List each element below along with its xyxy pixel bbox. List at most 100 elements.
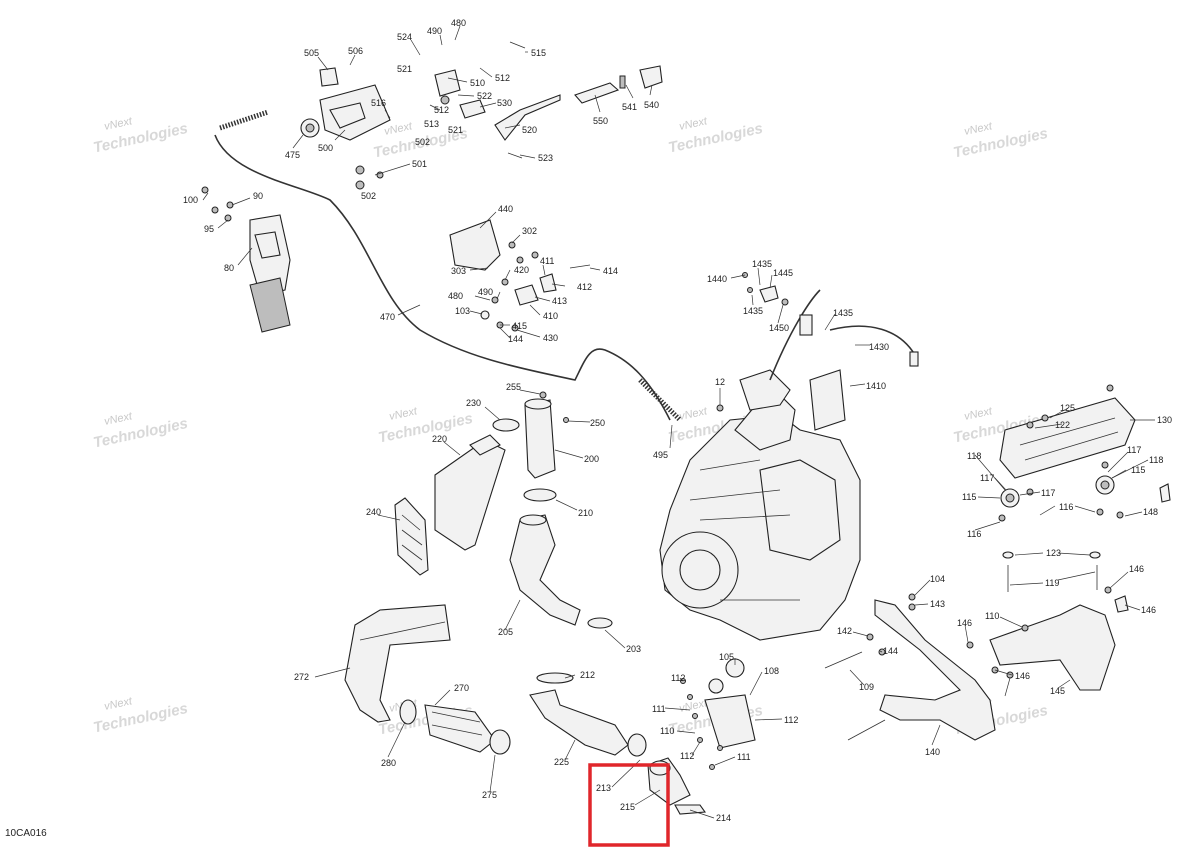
callout-labels: 505 506 524 490 480 515 521 510 512 516 … bbox=[183, 18, 1172, 823]
callout-95: 95 bbox=[204, 224, 214, 234]
svg-text:vNext: vNext bbox=[103, 695, 134, 713]
callout-550: 550 bbox=[593, 116, 608, 126]
callout-495: 495 bbox=[653, 450, 668, 460]
callout-116: 116 bbox=[1059, 502, 1073, 512]
callout-430: 430 bbox=[543, 333, 558, 343]
callout-104: 104 bbox=[930, 574, 945, 584]
callout-240: 240 bbox=[366, 507, 381, 517]
callout-1450: 1450 bbox=[769, 323, 789, 333]
svg-text:vNext: vNext bbox=[963, 405, 994, 423]
callout-475: 475 bbox=[285, 150, 300, 160]
callout-541: 541 bbox=[622, 102, 637, 112]
callout-119: 119 bbox=[1045, 578, 1059, 588]
callout-225: 225 bbox=[554, 757, 569, 767]
callout-1445: 1445 bbox=[773, 268, 793, 278]
callout-115: 115 bbox=[962, 492, 976, 502]
callout-140: 140 bbox=[925, 747, 940, 757]
callout-112b: 112 bbox=[784, 715, 798, 725]
callout-1440: 1440 bbox=[707, 274, 727, 284]
callout-521b: 521 bbox=[448, 125, 463, 135]
callout-250: 250 bbox=[590, 418, 605, 428]
callout-411: 411 bbox=[540, 256, 554, 266]
callout-146d: 146 bbox=[1015, 671, 1030, 681]
callout-105: 105 bbox=[719, 652, 734, 662]
svg-text:vNext: vNext bbox=[678, 697, 709, 715]
svg-text:vNext: vNext bbox=[383, 120, 414, 138]
intake-duct-assembly bbox=[344, 604, 511, 755]
callout-112c: 112 bbox=[680, 751, 694, 761]
callout-146c: 146 bbox=[957, 618, 972, 628]
callout-255: 255 bbox=[506, 382, 521, 392]
callout-522: 522 bbox=[477, 91, 492, 101]
callout-505: 505 bbox=[304, 48, 319, 58]
callout-272: 272 bbox=[294, 672, 309, 682]
callout-1435c: 1435 bbox=[833, 308, 853, 318]
callout-203: 203 bbox=[626, 644, 641, 654]
callout-111b: 111 bbox=[737, 752, 751, 762]
callout-110: 110 bbox=[985, 611, 999, 621]
callout-512b: 512 bbox=[434, 105, 449, 115]
callout-116b: 116 bbox=[967, 529, 981, 539]
callout-123: 123 bbox=[1046, 548, 1061, 558]
callout-148: 148 bbox=[1143, 507, 1158, 517]
callout-103: 103 bbox=[455, 306, 470, 316]
callout-413: 413 bbox=[552, 296, 567, 306]
callout-530: 530 bbox=[497, 98, 512, 108]
callout-210: 210 bbox=[578, 508, 593, 518]
callout-1435b: 1435 bbox=[743, 306, 763, 316]
watermark: vNext Technologies bbox=[667, 115, 765, 156]
watermark: vNext Technologies bbox=[92, 115, 190, 156]
callout-500: 500 bbox=[318, 143, 333, 153]
callout-480b: 480 bbox=[448, 291, 463, 301]
watermark: vNext Technologies bbox=[92, 695, 190, 736]
callout-145: 145 bbox=[1050, 686, 1065, 696]
rear-intake-duct bbox=[529, 672, 707, 815]
callout-515: 515 bbox=[531, 48, 546, 58]
throttle-cable bbox=[214, 134, 671, 421]
callout-111: 111 bbox=[652, 704, 666, 714]
watermark: vNext Technologies bbox=[92, 410, 190, 451]
leader-lines bbox=[202, 25, 1155, 819]
cable-spring-top bbox=[219, 109, 269, 131]
callout-523: 523 bbox=[538, 153, 553, 163]
accelerator-pedal bbox=[201, 186, 291, 333]
callout-144b: 144 bbox=[883, 646, 898, 656]
svg-text:vNext: vNext bbox=[963, 120, 994, 138]
svg-text:vNext: vNext bbox=[103, 115, 134, 133]
callout-410: 410 bbox=[543, 311, 558, 321]
svg-text:vNext: vNext bbox=[678, 115, 709, 133]
callout-213: 213 bbox=[596, 783, 611, 793]
callout-490b: 490 bbox=[478, 287, 493, 297]
callout-214: 214 bbox=[716, 813, 731, 823]
callout-480: 480 bbox=[451, 18, 466, 28]
callout-143: 143 bbox=[930, 599, 945, 609]
callout-125: 125 bbox=[1060, 403, 1075, 413]
callout-414: 414 bbox=[603, 266, 618, 276]
callout-220: 220 bbox=[432, 434, 447, 444]
callout-117c: 117 bbox=[1041, 488, 1055, 498]
cable-spring bbox=[638, 378, 682, 422]
callout-12: 12 bbox=[715, 377, 725, 387]
svg-text:vNext: vNext bbox=[678, 405, 709, 423]
airbox-assembly bbox=[394, 434, 506, 576]
callout-280: 280 bbox=[381, 758, 396, 768]
callout-270: 270 bbox=[454, 683, 469, 693]
callout-90: 90 bbox=[253, 191, 263, 201]
cable-bracket-assembly bbox=[449, 219, 591, 332]
callout-117: 117 bbox=[980, 473, 994, 483]
highlight-box bbox=[588, 763, 670, 847]
callout-412: 412 bbox=[577, 282, 592, 292]
callout-117b: 117 bbox=[1127, 445, 1141, 455]
watermarks: vNext Technologies vNext Technologies vN… bbox=[92, 115, 1050, 738]
callout-146b: 146 bbox=[1141, 605, 1156, 615]
callout-275: 275 bbox=[482, 790, 497, 800]
callout-513: 513 bbox=[424, 119, 439, 129]
callout-80: 80 bbox=[224, 263, 234, 273]
callout-108: 108 bbox=[764, 666, 779, 676]
callout-415: 415 bbox=[512, 321, 527, 331]
callout-110b: 110 bbox=[660, 726, 674, 736]
callout-100: 100 bbox=[183, 195, 198, 205]
callout-420: 420 bbox=[514, 265, 529, 275]
callout-440: 440 bbox=[498, 204, 513, 214]
